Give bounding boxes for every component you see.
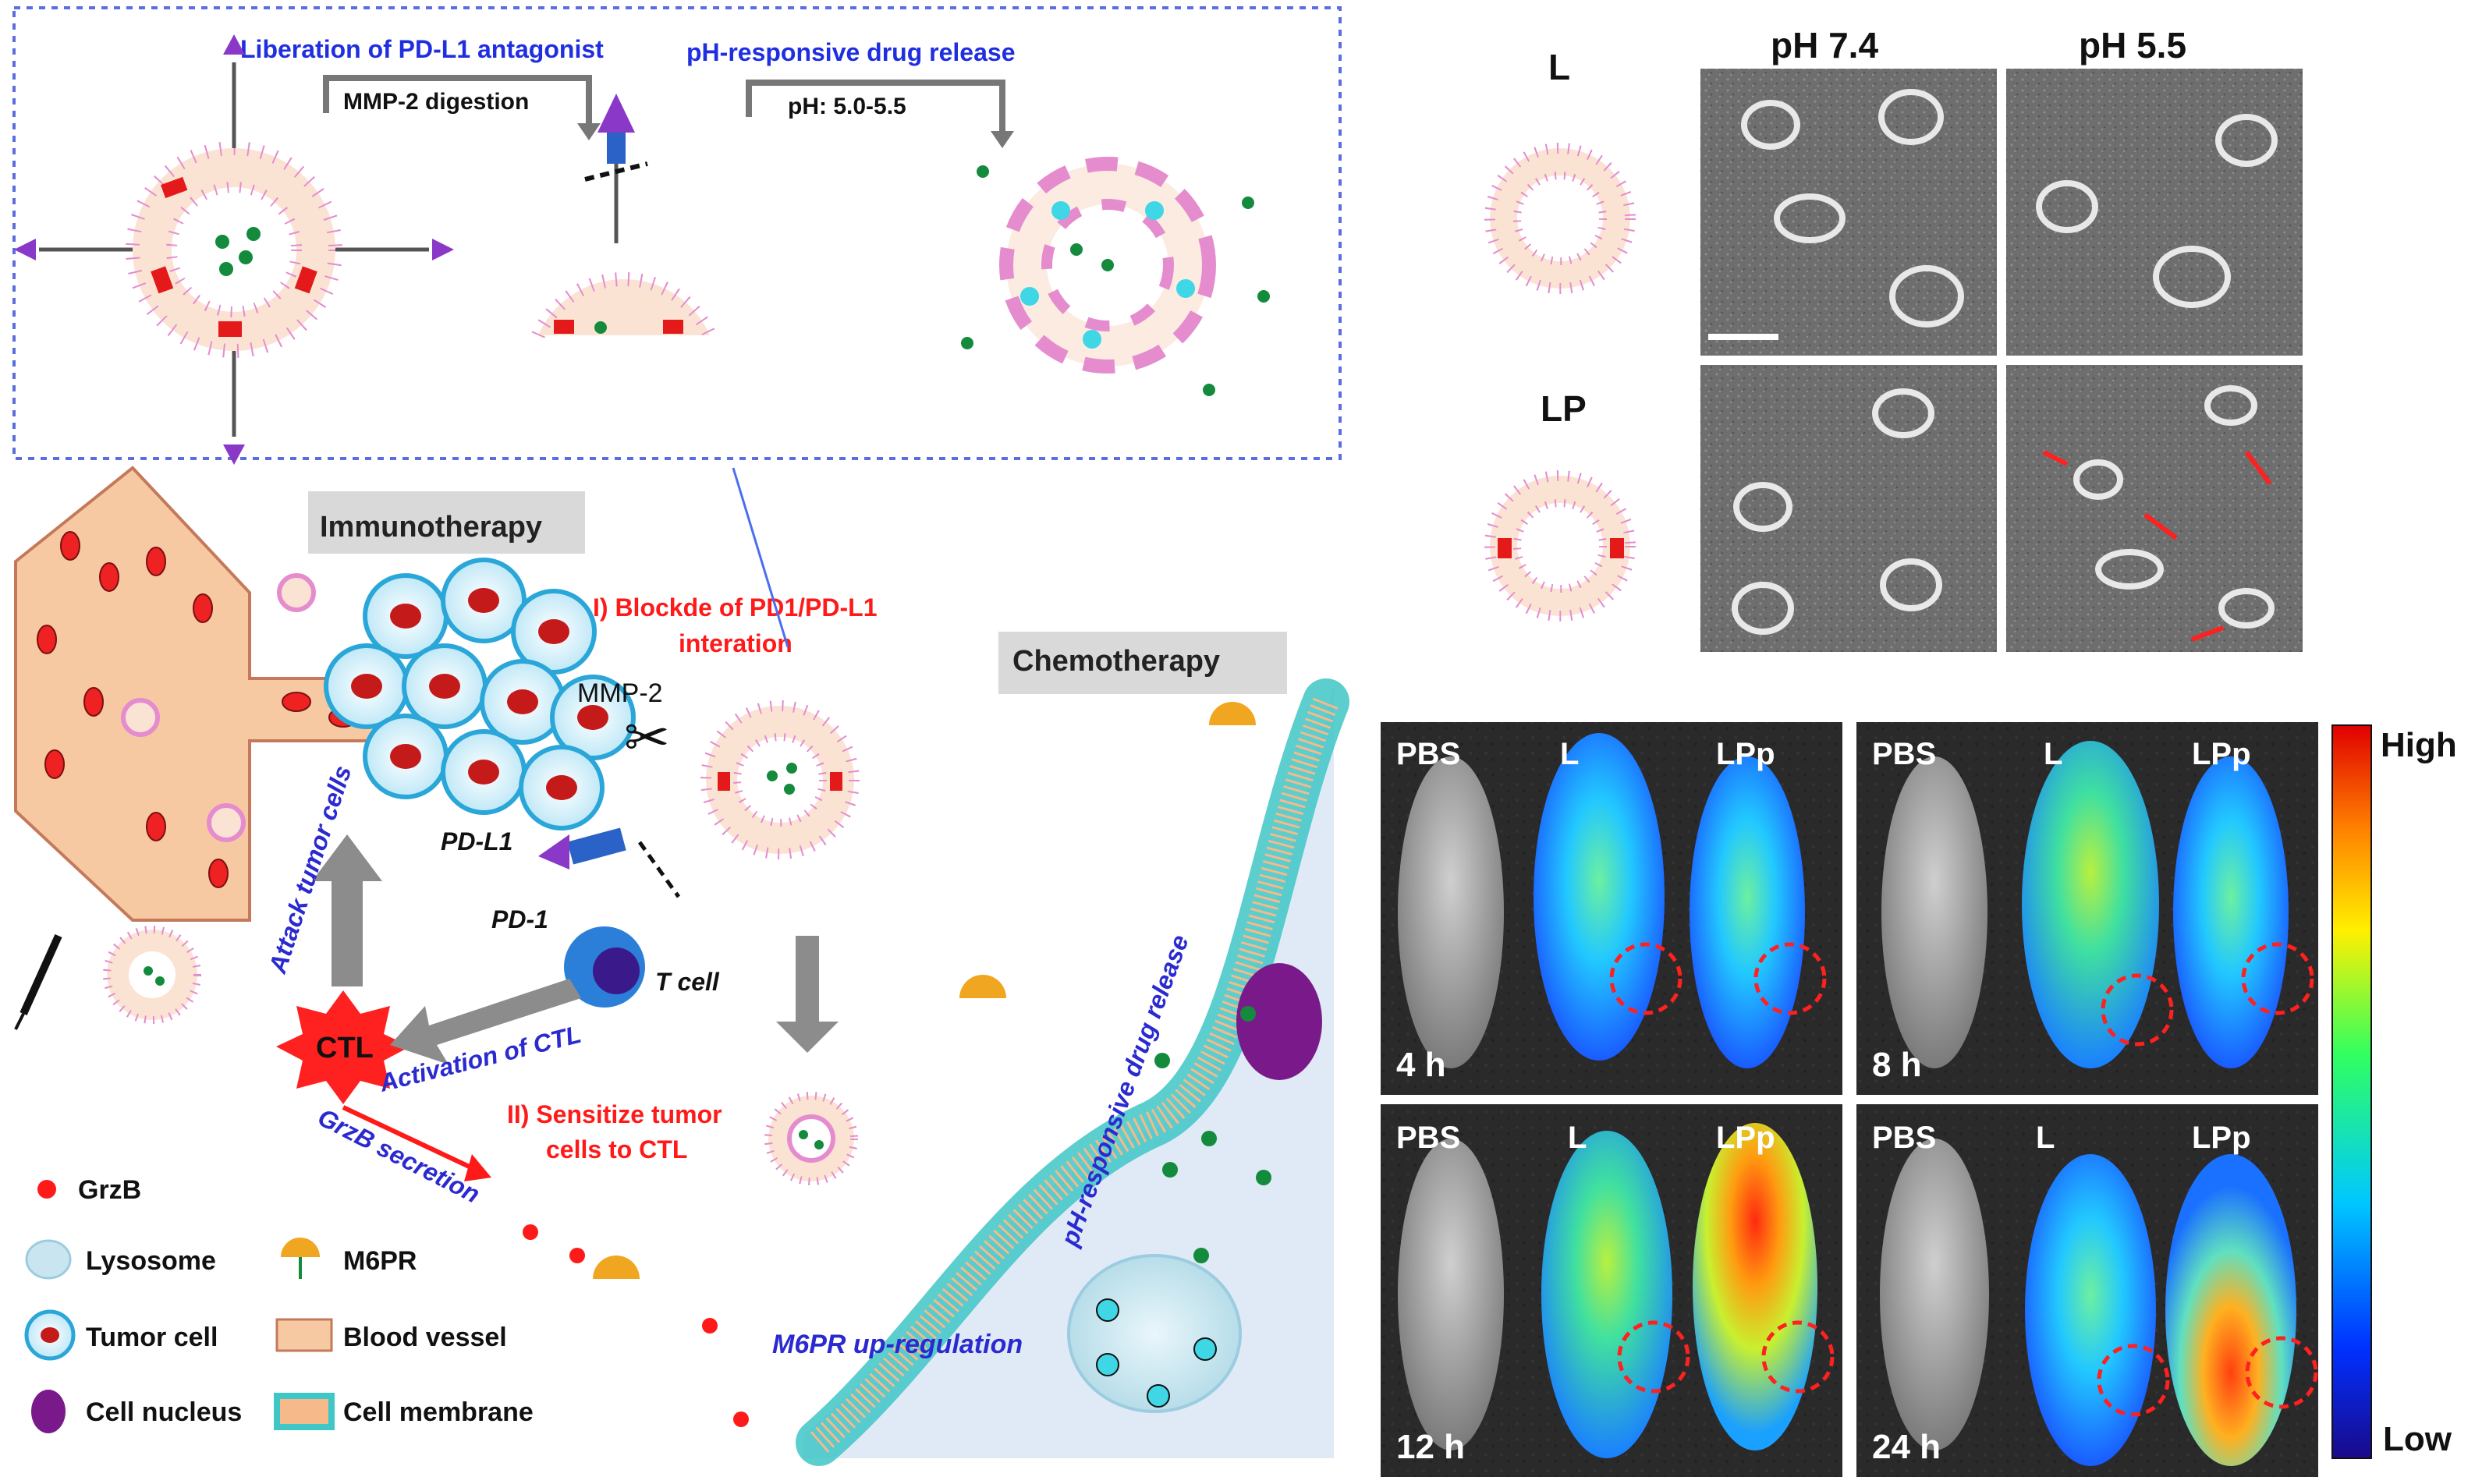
blood-vessel: [14, 466, 376, 922]
scale-high-label: High: [2381, 726, 2457, 764]
ph-range-label: pH: 5.0-5.5: [788, 94, 906, 119]
legend-tumor-cell: Tumor cell: [24, 1309, 218, 1361]
liposome-targeting: [700, 700, 860, 859]
tumor-cluster: [324, 558, 636, 831]
label-24h-lpp: LPp: [2192, 1121, 2251, 1155]
lysosome: [1067, 1254, 1242, 1413]
mmp2-digestion-label: MMP-2 digestion: [343, 89, 529, 115]
label-4h-lpp: LPp: [1716, 737, 1775, 771]
liposome-intact: [14, 34, 454, 465]
legend-m6pr: M6PR: [281, 1238, 417, 1279]
label-12h-pbs: PBS: [1396, 1121, 1460, 1155]
legend-blood-vessel: Blood vessel: [275, 1318, 507, 1352]
grzb-secretion-label: GrzB secretion: [314, 1103, 484, 1208]
ctl-label: CTL: [316, 1032, 374, 1064]
legend-lysosome: Lysosome: [25, 1239, 216, 1280]
liposome-small-2: [121, 698, 160, 737]
label-4h-l: L: [1560, 737, 1579, 771]
tem-header-ph74: pH 7.4: [1771, 25, 1878, 66]
m6pr-receptor-icon: [593, 702, 1256, 1279]
label-8h-pbs: PBS: [1872, 737, 1936, 771]
liposome-sensitize: [764, 1092, 858, 1185]
pdl1-label: PD-L1: [441, 827, 512, 855]
chemotherapy-section: Chemotherapy pH-responsive drug release …: [593, 632, 1349, 1466]
arrow-to-chemo: [776, 936, 839, 1053]
immunotherapy-section: Immunotherapy: [14, 466, 878, 1427]
ph-arrow: [746, 80, 1005, 133]
label-24h-pbs: PBS: [1872, 1121, 1936, 1155]
mmp2-label: MMP-2: [577, 678, 663, 708]
step1-line1: I) Blockde of PD1/PD-L1: [593, 593, 878, 622]
tem-image-l-ph55: [2006, 69, 2303, 356]
tem-image-lp-ph74: [1700, 365, 1997, 652]
step1-line2: interation: [679, 629, 792, 657]
liposome-ruptured: [961, 157, 1270, 396]
timepoint-24h: 24 h: [1872, 1428, 1941, 1466]
svg-text:Cell nucleus: Cell nucleus: [86, 1397, 242, 1427]
liposome-small-3: [207, 803, 246, 842]
tem-row-l: L: [1548, 47, 1570, 87]
step2-line1: II) Sensitize tumor: [507, 1100, 722, 1128]
label-8h-l: L: [2044, 737, 2062, 771]
chemotherapy-label-box: [998, 632, 1287, 694]
liposome-small-1: [277, 573, 316, 612]
t-cell-label: T cell: [655, 968, 720, 996]
grzb-dots: [523, 1224, 866, 1427]
ctl-cell: CTL: [276, 990, 410, 1104]
liposome-digested: [531, 94, 717, 338]
arrow-attack: [312, 834, 382, 986]
label-12h-l: L: [1568, 1121, 1587, 1155]
mechanism-box: Liberation of PD-L1 antagonist pH-respon…: [12, 6, 1342, 465]
timepoint-8h: 8 h: [1872, 1046, 1922, 1084]
t-cell: [564, 926, 645, 1008]
title-liberation: Liberation of PD-L1 antagonist: [240, 35, 604, 63]
imaging-panel: PBS L LPp 4 h PBS L LPp 8 h PBS L LPp 12…: [1381, 722, 2457, 1477]
legend-cell-nucleus: Cell nucleus: [31, 1390, 242, 1433]
label-12h-lpp: LPp: [1716, 1121, 1775, 1155]
label-8h-lpp: LPp: [2192, 737, 2251, 771]
color-scale-bar: [2331, 724, 2372, 1459]
tem-row-lp: LP: [1541, 388, 1587, 429]
scissors-icon: ✂: [624, 707, 670, 768]
syringe-icon: [14, 933, 62, 1030]
liposome-injected: [103, 926, 201, 1024]
immunotherapy-label-box: [308, 491, 585, 554]
label-4h-pbs: PBS: [1396, 737, 1460, 771]
cell-membrane: [796, 678, 1349, 1466]
svg-text:Cell membrane: Cell membrane: [343, 1397, 534, 1427]
tem-header-ph55: pH 5.5: [2079, 25, 2186, 66]
pd1-label: PD-1: [491, 905, 548, 933]
intracellular-space: [803, 686, 1334, 1458]
tem-image-l-ph74: [1700, 69, 1997, 356]
tem-image-lp-ph55: [2006, 365, 2303, 652]
immunotherapy-label: Immunotherapy: [320, 511, 542, 544]
arrow-activation: [390, 979, 581, 1064]
legend: GrzB Lysosome Tumor cell Cell nucleus M6…: [24, 1175, 534, 1433]
svg-text:M6PR: M6PR: [343, 1246, 417, 1276]
svg-text:GrzB: GrzB: [78, 1175, 141, 1205]
step2-line2: cells to CTL: [546, 1135, 687, 1163]
svg-text:Lysosome: Lysosome: [86, 1246, 216, 1276]
label-24h-l: L: [2036, 1121, 2055, 1155]
tem-liposome-l: [1484, 143, 1636, 294]
pdl1-antagonist: [538, 827, 626, 870]
mmp2-arrow: [323, 75, 592, 125]
timepoint-4h: 4 h: [1396, 1046, 1446, 1084]
title-ph-release: pH-responsive drug release: [686, 38, 1015, 66]
cell-nucleus: [1236, 963, 1322, 1080]
drug-dots: [1154, 1006, 1271, 1263]
svg-text:Tumor cell: Tumor cell: [86, 1323, 218, 1352]
legend-cell-membrane: Cell membrane: [274, 1393, 534, 1430]
svg-text:Blood vessel: Blood vessel: [343, 1323, 507, 1352]
tem-panel: pH 7.4 pH 5.5 L LP: [1484, 25, 2303, 652]
legend-grzb: GrzB: [37, 1175, 141, 1205]
chemotherapy-label: Chemotherapy: [1012, 645, 1220, 678]
tem-liposome-lp: [1484, 470, 1636, 622]
scale-low-label: Low: [2383, 1420, 2452, 1458]
m6pr-upregulation-label: M6PR up-regulation: [772, 1330, 1023, 1359]
timepoint-12h: 12 h: [1396, 1428, 1465, 1466]
